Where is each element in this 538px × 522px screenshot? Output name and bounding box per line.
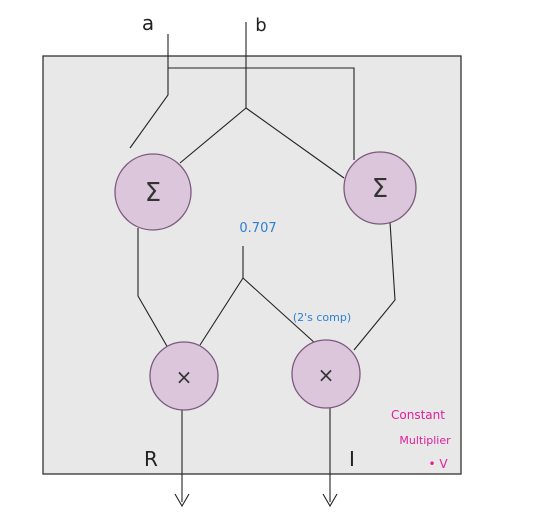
wire-a-to-right-adder xyxy=(168,67,355,160)
output-i-label: I xyxy=(349,447,355,471)
wire-input-a xyxy=(129,34,169,149)
constant-note-label: (2's comp) xyxy=(293,311,351,324)
annotation-marker: • V xyxy=(428,457,448,471)
wire-b-to-right-adder xyxy=(245,107,345,179)
adder-right-symbol: Σ xyxy=(372,174,388,204)
adder-right-node xyxy=(343,151,417,225)
wire-b-to-left-adder xyxy=(179,107,247,164)
wire-right-adder-to-mult xyxy=(353,221,396,351)
arrow-output-i xyxy=(322,493,338,508)
output-r-label: R xyxy=(144,447,158,471)
adder-left-symbol: Σ xyxy=(145,178,161,208)
multiplier-left-symbol: × xyxy=(176,365,193,389)
multiplier-right-node xyxy=(291,339,361,409)
adder-left-node xyxy=(114,153,192,231)
annotation-line2: Multiplier xyxy=(399,434,451,447)
wire-left-adder-to-mult xyxy=(137,228,169,349)
block-box xyxy=(42,55,462,475)
constant-value-label: 0.707 xyxy=(239,221,276,236)
arrow-output-r xyxy=(174,493,190,508)
multiplier-left-node xyxy=(149,341,219,411)
input-b-label: b xyxy=(255,15,266,36)
wire-constant-to-right-mult xyxy=(242,277,317,345)
annotation-line1: Constant xyxy=(391,408,445,422)
wire-constant-to-left-mult xyxy=(199,277,244,346)
wires xyxy=(129,22,396,502)
multiplier-right-symbol: × xyxy=(318,363,335,387)
input-a-label: a xyxy=(142,11,154,35)
